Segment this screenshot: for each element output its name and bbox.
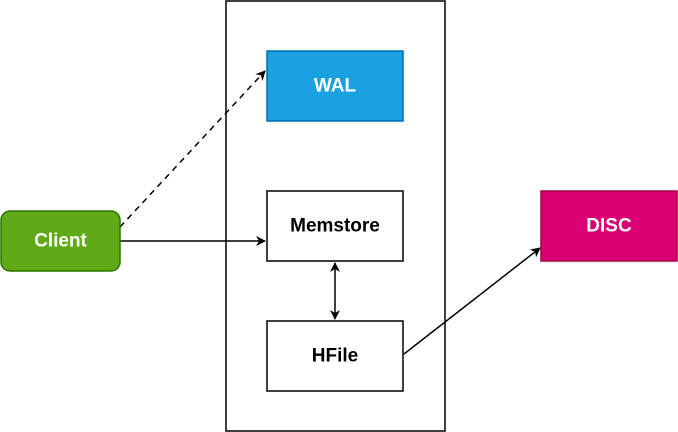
memstore-box <box>266 190 404 262</box>
disc-box <box>540 190 678 262</box>
disc-label: DISC <box>586 216 632 237</box>
disc-node: DISC <box>540 190 678 262</box>
client-label: Client <box>34 231 87 252</box>
hfile-node: HFile <box>266 320 404 392</box>
wal-box <box>266 50 404 122</box>
client-box <box>0 210 121 272</box>
wal-node: WAL <box>266 50 404 122</box>
edge-client-to-wal <box>119 70 266 228</box>
wal-label: WAL <box>314 76 357 97</box>
memstore-label: Memstore <box>290 216 380 237</box>
hfile-label: HFile <box>312 346 358 367</box>
client-node: Client <box>0 210 121 272</box>
hfile-box <box>266 320 404 392</box>
memstore-node: Memstore <box>266 190 404 262</box>
edge-hfile-to-disc <box>403 247 541 355</box>
